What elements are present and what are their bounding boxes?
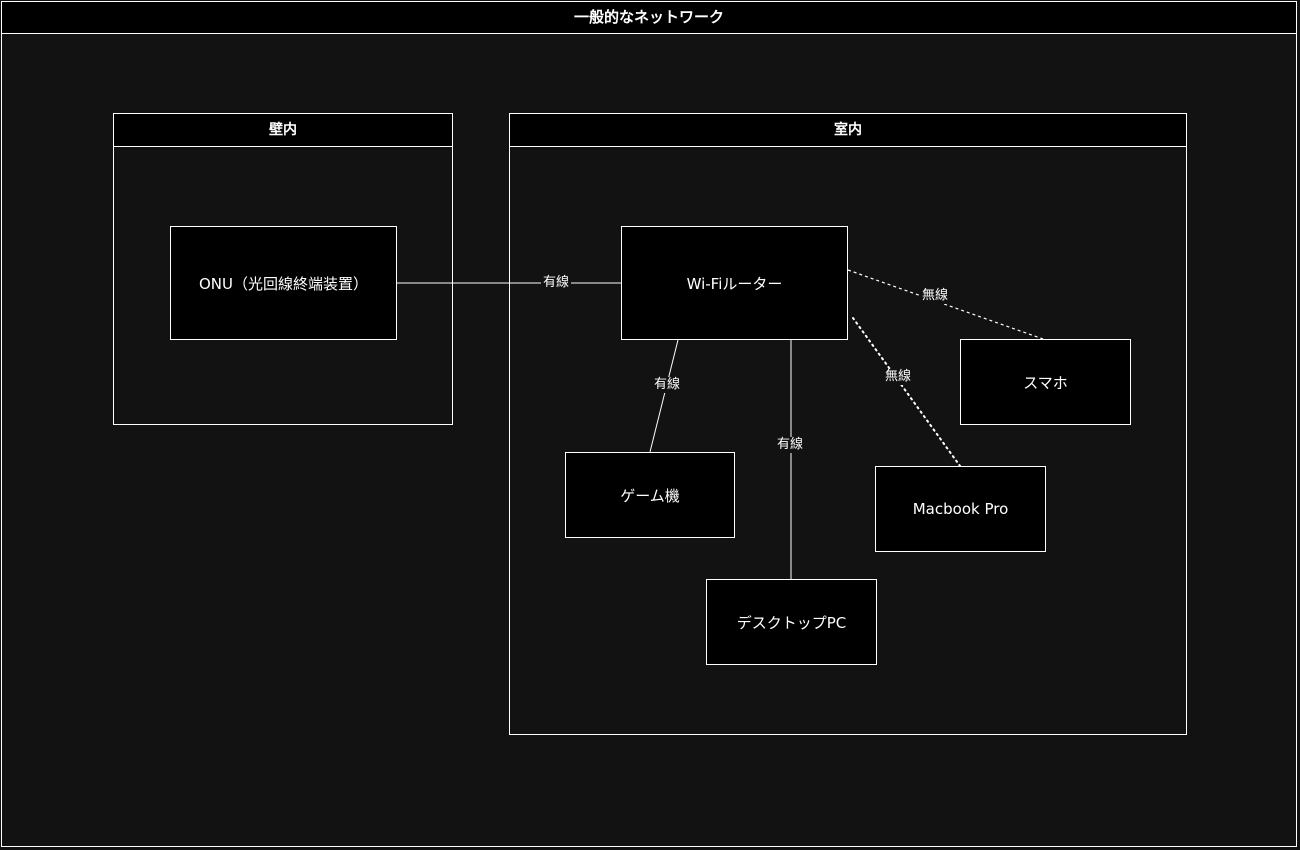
node-game-console[interactable]: ゲーム機 (565, 452, 735, 538)
group-wall-title: 壁内 (114, 114, 452, 147)
node-desktop-pc[interactable]: デスクトップPC (706, 579, 877, 665)
edge-label-onu-router: 有線 (540, 275, 572, 291)
edge-label-router-macbook: 無線 (882, 369, 914, 385)
group-room: 室内 (509, 113, 1187, 735)
edge-label-router-phone: 無線 (919, 288, 951, 304)
edge-label-router-desktop: 有線 (774, 437, 806, 453)
diagram-title: 一般的なネットワーク (2, 2, 1296, 34)
node-macbook-pro[interactable]: Macbook Pro (875, 466, 1046, 552)
group-room-title: 室内 (510, 114, 1186, 147)
edge-label-router-game: 有線 (651, 377, 683, 393)
node-smartphone[interactable]: スマホ (960, 339, 1131, 425)
node-wifi-router[interactable]: Wi-Fiルーター (621, 226, 848, 340)
node-onu[interactable]: ONU（光回線終端装置） (170, 226, 397, 340)
group-wall: 壁内 (113, 113, 453, 425)
